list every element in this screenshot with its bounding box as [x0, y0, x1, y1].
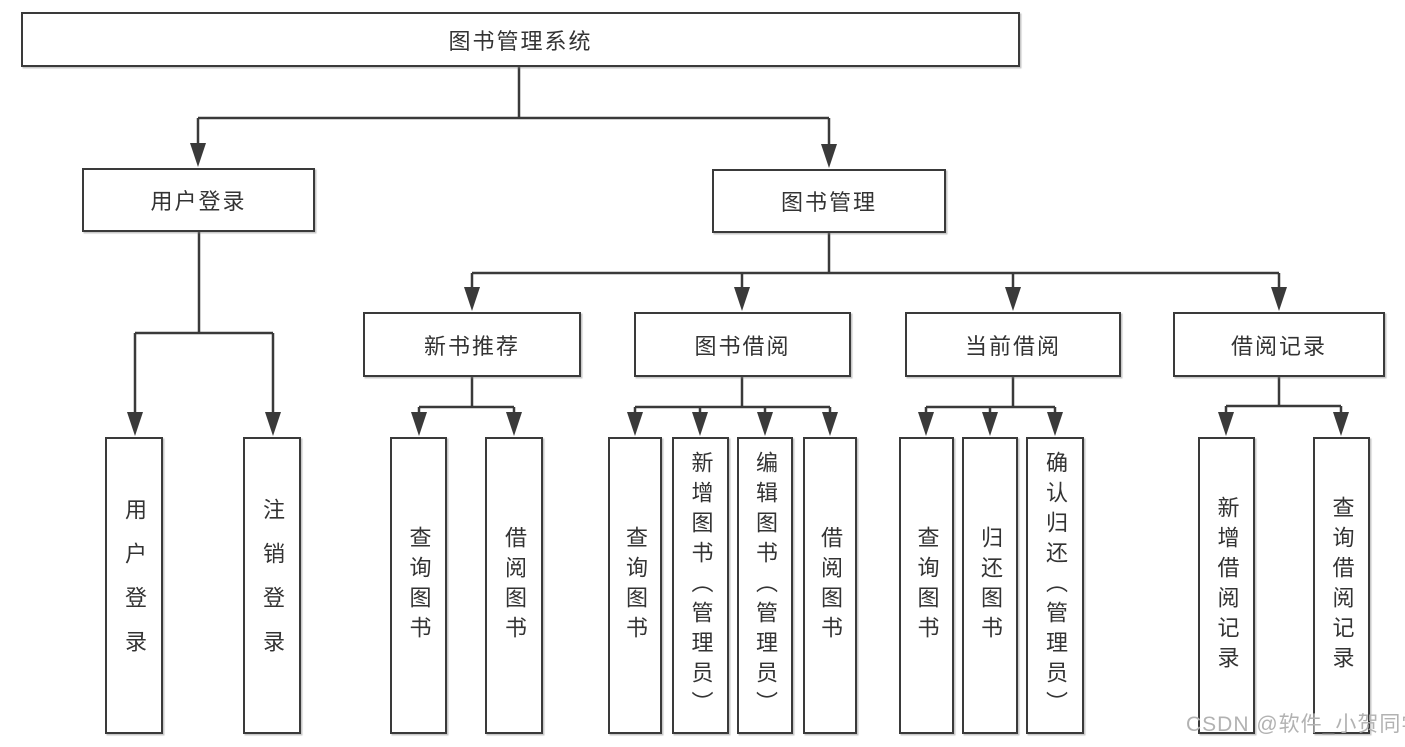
node-system: 图书管理系统: [21, 12, 1020, 67]
connector-mgmt-to-level3: [470, 233, 1281, 290]
node-user-login: 用户登录: [82, 168, 315, 232]
connector-bookborrow-subtree: [633, 377, 832, 415]
leaf-logout: 注销登录: [243, 437, 301, 734]
node-book-borrow: 图书借阅: [634, 312, 851, 377]
csdn-watermark: CSDN @软件_小贺同学: [1186, 713, 1405, 736]
node-book-management: 图书管理: [712, 169, 946, 233]
connector-root-to-level2: [196, 67, 831, 146]
leaf-cb-query-books: 查询图书: [899, 437, 954, 734]
leaf-bb-query-books: 查询图书: [608, 437, 662, 734]
leaf-nb-query-books: 查询图书: [390, 437, 447, 734]
connector-login-subtree: [133, 232, 275, 414]
node-borrow-records: 借阅记录: [1173, 312, 1385, 377]
arrowheads: [127, 143, 1349, 436]
leaf-cb-return-books: 归还图书: [962, 437, 1018, 734]
leaf-bb-add-books-admin: 新增图书（管理员）: [672, 437, 729, 734]
node-current-borrow: 当前借阅: [905, 312, 1121, 377]
leaf-nb-borrow-books: 借阅图书: [485, 437, 543, 734]
connector-currentborrow-subtree: [924, 377, 1057, 415]
leaf-bb-borrow-books: 借阅图书: [803, 437, 857, 734]
leaf-user-login: 用户登录: [105, 437, 163, 734]
leaf-br-query-record: 查询借阅记录: [1313, 437, 1370, 734]
connector-records-subtree: [1224, 377, 1343, 415]
leaf-br-add-record: 新增借阅记录: [1198, 437, 1255, 734]
node-new-book-recommend: 新书推荐: [363, 312, 581, 377]
leaf-bb-edit-books-admin: 编辑图书（管理员）: [737, 437, 793, 734]
leaf-cb-confirm-return-admin: 确认归还（管理员）: [1026, 437, 1084, 734]
connector-newbooks-subtree: [417, 377, 516, 415]
